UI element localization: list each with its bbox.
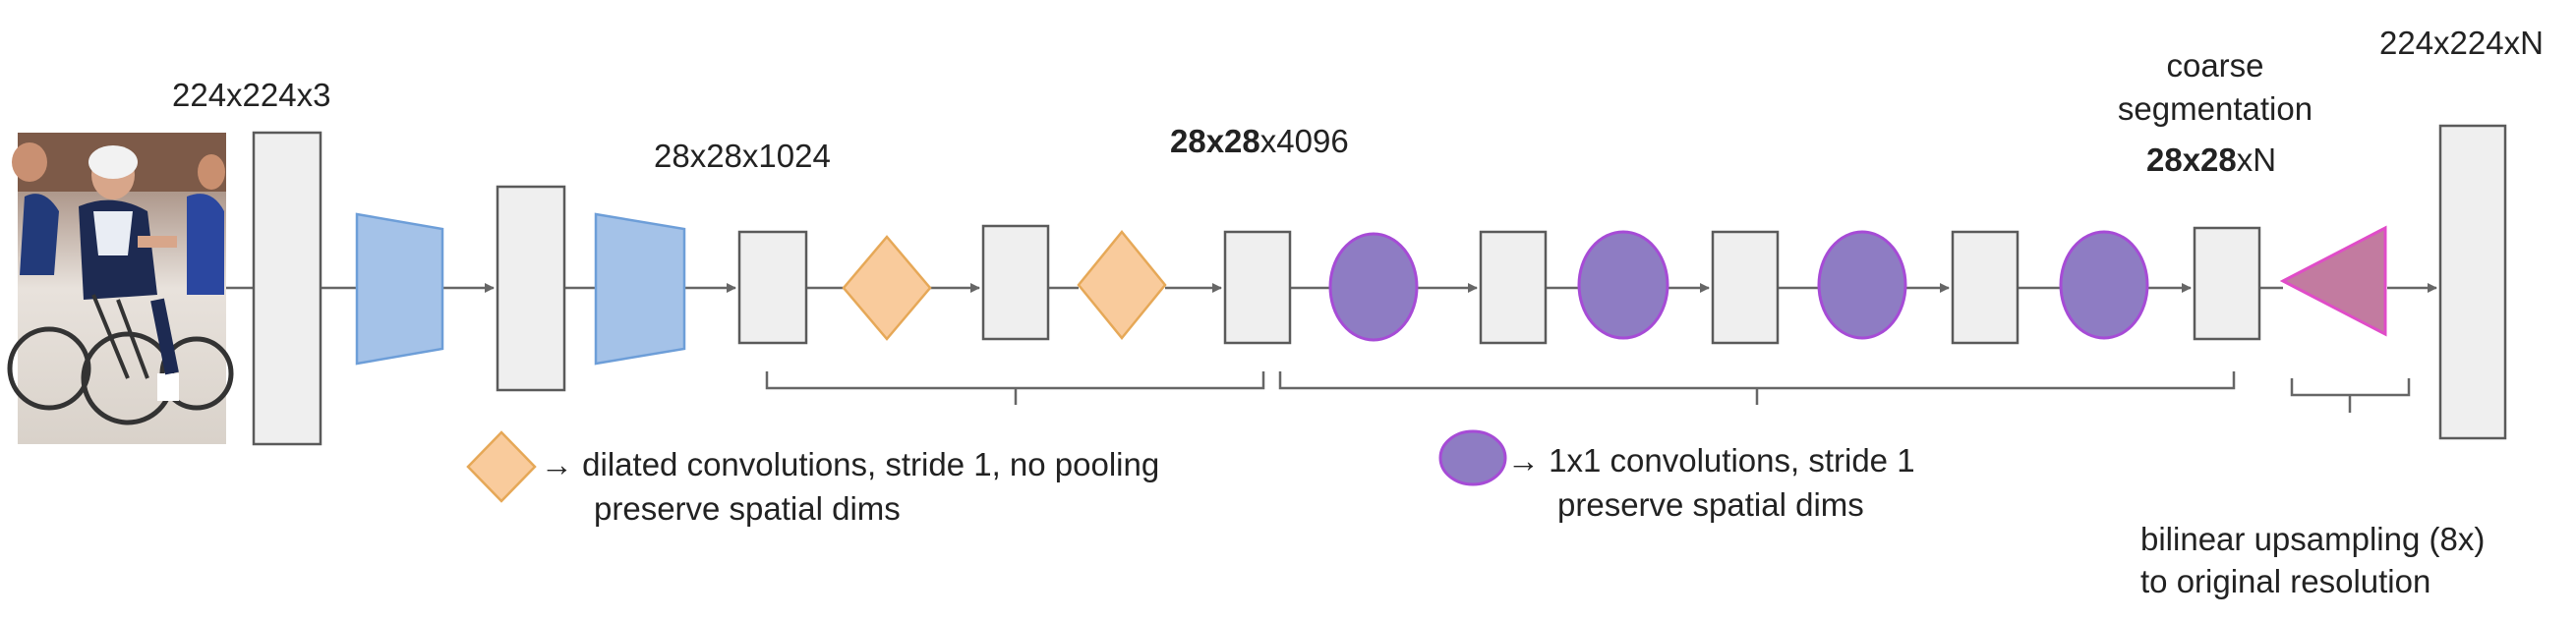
dims-4096-rest: x4096 [1260,123,1349,159]
legend-conv1x1-line2: preserve spatial dims [1557,486,1864,523]
dilated-diamond-2 [1077,230,1167,340]
block-28x28x1024 [737,230,808,345]
conv1x1-ellipse-2 [1577,230,1669,340]
block-after-pool1 [496,185,566,392]
legend-dilated-line1: → dilated convolutions, stride 1, no poo… [541,446,1159,482]
input-block [252,131,322,446]
bracket-upsampling [2290,378,2411,413]
conv1x1-layers [1328,230,2149,342]
legend-upsample-line2: to original resolution [2140,563,2430,599]
coarse-label-line1: coarse [2166,47,2263,84]
conv1x1-ellipse-3 [1817,230,1907,340]
input-image [7,133,234,444]
coarse-label-line2: segmentation [2118,90,2313,127]
legend-conv1x1-line1: → 1x1 convolutions, stride 1 [1507,442,1915,479]
block-conv1x1-1 [1479,230,1548,345]
block-28x28x4096 [1223,230,1292,345]
output-dims-label: 224x224xN [2379,25,2544,61]
dilated-diamond-1 [842,235,932,341]
input-dims-label: 224x224x3 [172,77,330,113]
bracket-conv1x1-group [1278,371,2236,405]
legend-ellipse-icon [1438,429,1507,486]
feature-blocks [252,124,2507,446]
dims-1024-label: 28x28x1024 [654,138,831,174]
dims-4096-label: 28x28x4096 [1170,123,1349,159]
pooling-layers [355,212,686,366]
conv1x1-ellipse-4 [2059,230,2149,340]
dilated-conv-layers [842,230,1167,341]
legend-dilated-line2: preserve spatial dims [594,490,901,527]
block-coarse-segmentation [2193,226,2261,341]
group-brackets [765,371,2411,413]
bracket-dilated-group [765,371,1265,405]
block-dilated-1 [981,224,1050,341]
legend-upsample-line1: bilinear upsampling (8x) [2140,521,2485,557]
coarse-dims-rest: xN [2237,141,2276,178]
block-conv1x1-2 [1711,230,1780,345]
legend-diamond-icon [466,430,537,503]
pool-trapezoid-2 [594,212,686,366]
block-conv1x1-3 [1951,230,2020,345]
conv1x1-ellipse-1 [1328,232,1419,342]
dims-4096-bold: 28x28 [1170,123,1260,159]
output-block [2438,124,2507,440]
upsampling-triangle [2279,225,2387,337]
coarse-dims-bold: 28x28 [2146,141,2237,178]
pool-trapezoid-1 [355,212,444,366]
coarse-dims-label: 28x28xN [2146,141,2276,178]
